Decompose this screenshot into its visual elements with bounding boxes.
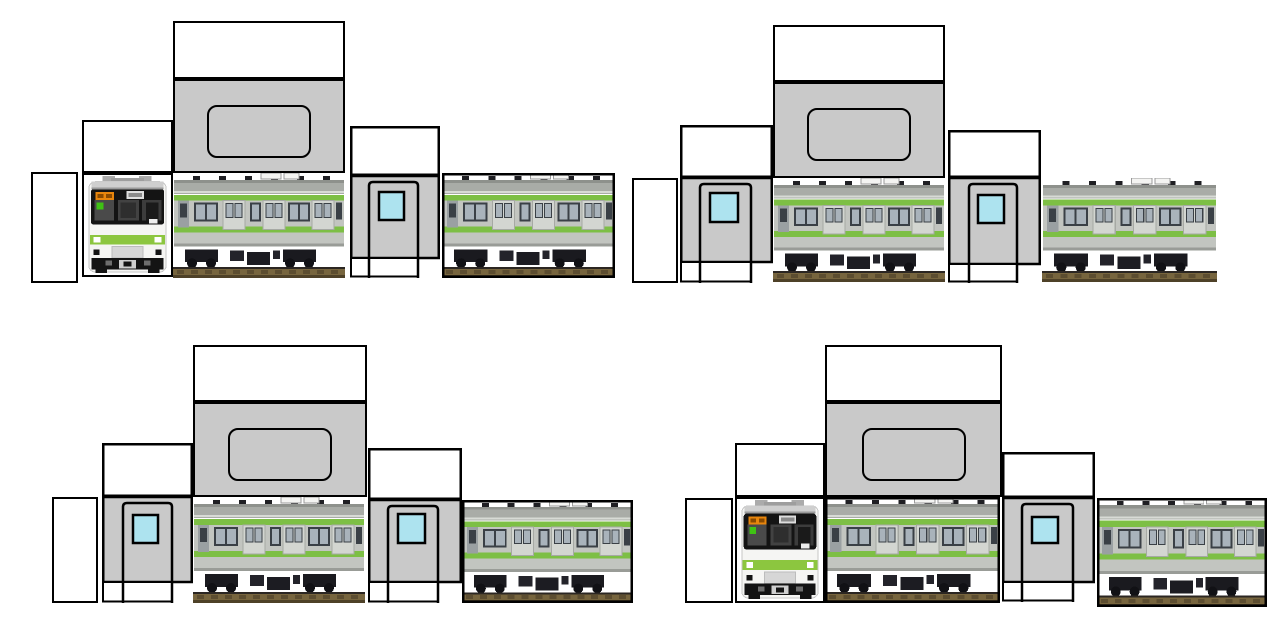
roof-panel xyxy=(825,402,1002,497)
foot-glue-tab xyxy=(680,261,752,283)
roof-panel xyxy=(193,402,367,497)
end-door-window xyxy=(377,190,406,222)
end-panel-glue-tab xyxy=(680,125,773,178)
end-door-window xyxy=(1030,515,1060,545)
car-side-photo xyxy=(442,173,615,278)
end-door-window xyxy=(131,513,160,545)
end-door-outline xyxy=(698,182,753,283)
end-panel-glue-tab xyxy=(948,130,1041,178)
roof-glue-flap xyxy=(825,345,1002,402)
foot-glue-tab xyxy=(102,581,173,603)
side-glue-tab xyxy=(632,178,678,283)
roof-glue-flap xyxy=(193,345,367,402)
end-panel-glue-tab xyxy=(102,443,193,497)
cab-glue-tab xyxy=(82,120,173,173)
car-end-panel xyxy=(368,448,462,603)
car-end-panel xyxy=(1002,452,1095,602)
foot-glue-tab xyxy=(1002,581,1074,602)
end-door-outline xyxy=(967,182,1019,283)
car-side-photo xyxy=(1097,498,1267,607)
end-door-window xyxy=(396,512,427,545)
car-end-panel xyxy=(350,126,440,278)
roof-hatch-outline xyxy=(207,105,311,158)
roof-glue-flap xyxy=(773,25,945,82)
cab-glue-tab xyxy=(735,443,825,497)
cab-front-face xyxy=(735,497,825,603)
roof-hatch-outline xyxy=(228,428,332,481)
end-door-outline xyxy=(386,504,440,603)
end-door-window xyxy=(976,193,1006,225)
side-glue-tab xyxy=(685,498,733,603)
car-side-photo xyxy=(825,497,1000,603)
end-door-outline xyxy=(121,501,174,603)
side-glue-tab xyxy=(52,497,98,603)
roof-glue-flap xyxy=(173,21,345,79)
roof-panel xyxy=(173,79,345,173)
car-end-panel xyxy=(102,443,193,603)
side-glue-tab xyxy=(31,172,78,283)
roof-panel xyxy=(773,82,945,178)
end-door-outline xyxy=(1020,502,1075,602)
roof-hatch-outline xyxy=(861,428,966,481)
car-end-panel xyxy=(948,130,1041,283)
end-panel-glue-tab xyxy=(368,448,462,500)
end-door-outline xyxy=(367,180,420,278)
car-side-photo xyxy=(1042,178,1217,282)
car-side-photo xyxy=(193,497,365,603)
cab-front-face xyxy=(82,173,173,277)
car-side-photo xyxy=(173,173,345,278)
end-panel-glue-tab xyxy=(1002,452,1095,498)
car-end-panel xyxy=(680,125,773,283)
car-side-photo xyxy=(773,178,945,282)
roof-hatch-outline xyxy=(807,108,911,161)
car-side-photo xyxy=(462,500,633,603)
end-door-window xyxy=(708,191,740,224)
